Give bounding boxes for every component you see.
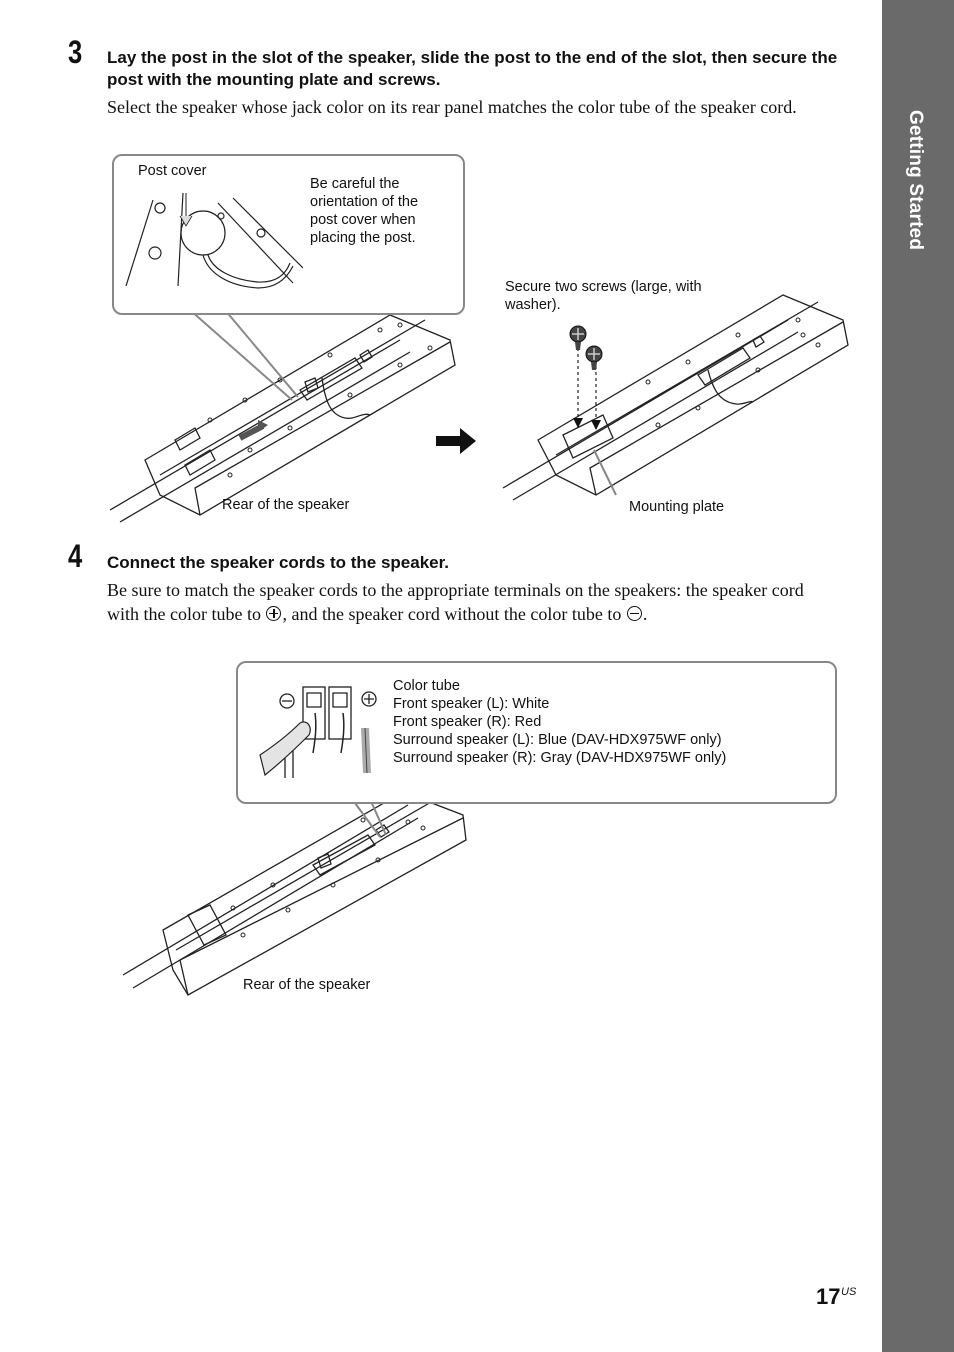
careful-note-line-2: orientation of the: [310, 193, 418, 211]
step-4-body-line-1: Be sure to match the speaker cords to th…: [107, 578, 867, 602]
rear-of-speaker-label-1: Rear of the speaker: [222, 496, 349, 514]
right-arrow-icon: [436, 428, 478, 454]
terminal-connection-illustration: [255, 683, 380, 783]
step-4-title: Connect the speaker cords to the speaker…: [107, 552, 867, 574]
plus-terminal-icon: [266, 606, 281, 621]
screw-icon: [586, 346, 602, 370]
step-4-body-line-2: with the color tube to , and the speaker…: [107, 602, 867, 626]
careful-note-line-4: placing the post.: [310, 229, 416, 247]
color-tube-line-1: Color tube: [393, 677, 460, 695]
careful-note-line-1: Be careful the: [310, 175, 399, 193]
step-3-body: Select the speaker whose jack color on i…: [107, 95, 867, 119]
color-tube-line-3: Front speaker (R): Red: [393, 713, 541, 731]
step-4-number: 4: [68, 538, 82, 575]
rear-of-speaker-label-2: Rear of the speaker: [243, 976, 370, 994]
step-3-number: 3: [68, 34, 82, 71]
speaker-rear-right-illustration: [498, 290, 868, 510]
mounting-plate-label: Mounting plate: [629, 498, 724, 516]
step-3-title: Lay the post in the slot of the speaker,…: [107, 47, 867, 91]
careful-note-line-3: post cover when: [310, 211, 416, 229]
page-number: 17: [816, 1284, 840, 1310]
color-tube-line-5: Surround speaker (R): Gray (DAV-HDX975WF…: [393, 749, 726, 767]
color-tube-line-4: Surround speaker (L): Blue (DAV-HDX975WF…: [393, 731, 722, 749]
callout-pointer: [180, 305, 310, 405]
minus-terminal-icon: [627, 606, 642, 621]
post-cover-label: Post cover: [138, 162, 207, 180]
post-cover-detail-illustration: [118, 188, 303, 296]
page-number-suffix: US: [841, 1286, 856, 1298]
screws-label-line-1: Secure two screws (large, with: [505, 278, 702, 296]
screws-label-line-2: washer).: [505, 296, 561, 314]
speaker-rear-terminal-illustration: [118, 790, 478, 1000]
section-label: Getting Started: [894, 110, 934, 310]
color-tube-line-2: Front speaker (L): White: [393, 695, 549, 713]
screw-icon: [570, 326, 586, 350]
